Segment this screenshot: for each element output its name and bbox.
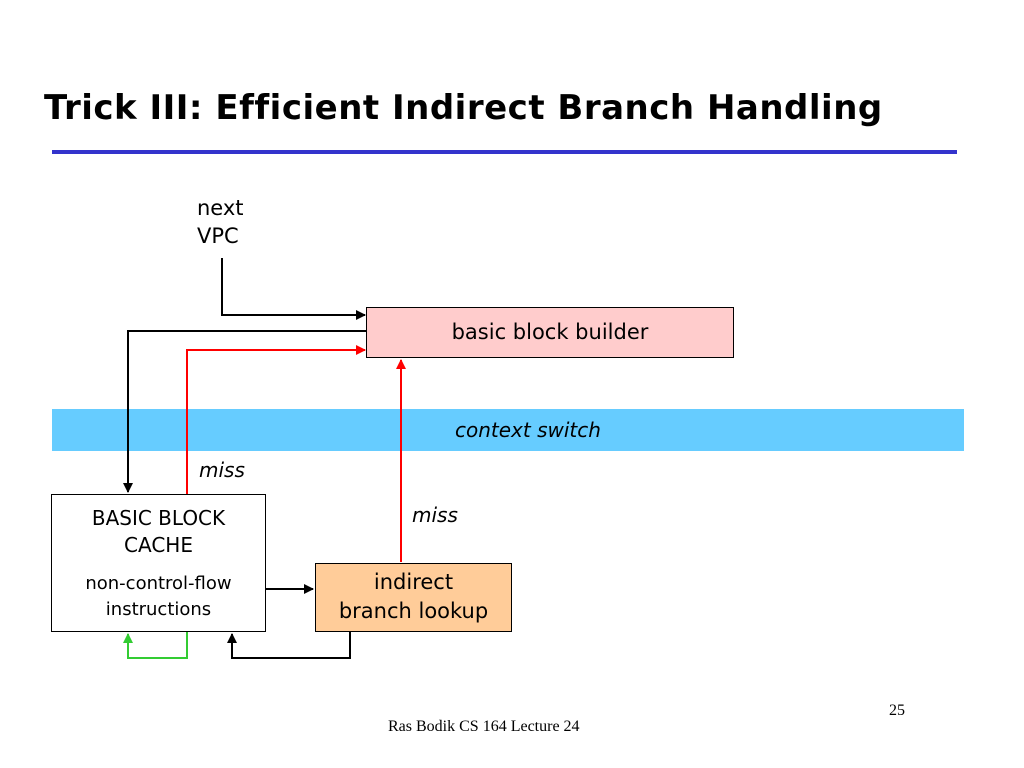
- slide-title: Trick III: Efficient Indirect Branch Han…: [44, 88, 883, 128]
- cache-title: BASIC BLOCK CACHE: [52, 505, 265, 559]
- lookup-line2: branch lookup: [338, 599, 489, 623]
- cache-subtitle: non-control-flow instructions: [52, 571, 265, 623]
- cache-title-line2: CACHE: [124, 533, 193, 557]
- builder-to-cache-arrow: [123, 330, 366, 493]
- cache-loop-arrow: [123, 632, 188, 659]
- next-vpc-line1: next: [197, 196, 244, 220]
- basic-block-builder-box: basic block builder: [366, 307, 734, 358]
- cache-title-line1: BASIC BLOCK: [91, 506, 226, 530]
- context-switch-band: [52, 409, 964, 451]
- context-switch-label: context switch: [455, 418, 601, 442]
- basic-block-cache-box: BASIC BLOCK CACHE non-control-flow instr…: [51, 494, 266, 632]
- indirect-branch-lookup-box: indirect branch lookup: [315, 563, 512, 632]
- miss-label-right: miss: [412, 503, 458, 527]
- slide-footer: Ras Bodik CS 164 Lecture 24: [388, 718, 580, 735]
- next-vpc-arrow: [221, 258, 366, 320]
- lookup-to-cache-arrow: [227, 632, 351, 659]
- basic-block-builder-label: basic block builder: [451, 320, 649, 344]
- lookup-line1: indirect: [373, 570, 454, 594]
- cache-sub-line2: instructions: [105, 599, 212, 620]
- lookup-label: indirect branch lookup: [316, 568, 511, 626]
- page-number: 25: [889, 702, 905, 719]
- title-underline: [52, 150, 957, 154]
- next-vpc-line2: VPC: [197, 224, 239, 248]
- next-vpc-label: next VPC: [197, 194, 244, 250]
- cache-sub-line1: non-control-flow: [85, 573, 232, 594]
- cache-miss-arrow: [186, 345, 366, 494]
- miss-label-left: miss: [199, 458, 245, 482]
